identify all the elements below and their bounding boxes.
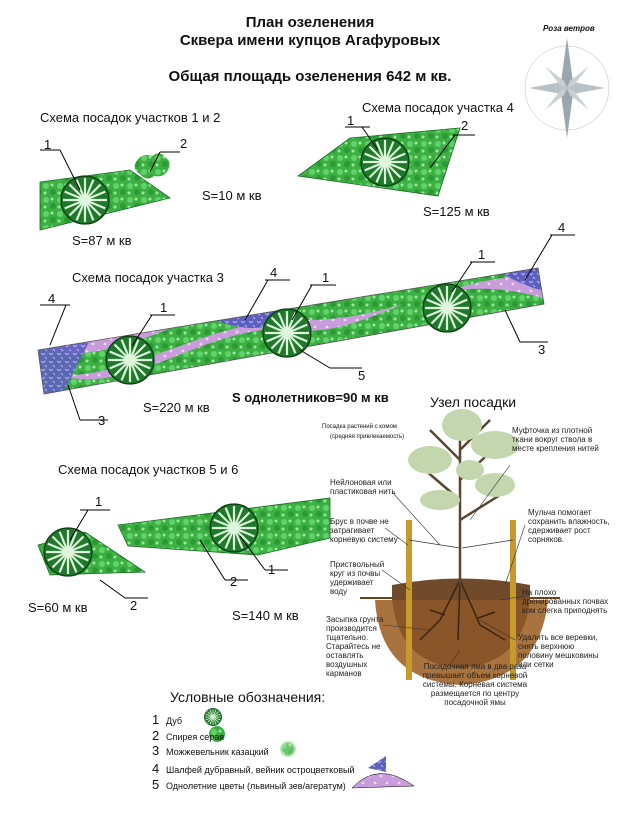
plots-1-2-area-large: S=87 м кв [72, 233, 132, 248]
legend-item-1: 1 Дуб [152, 712, 182, 727]
legend-num: 3 [152, 743, 160, 758]
legend-item-5: 5 Однолетние цветы (львиный зев/агератум) [152, 777, 346, 792]
note-mulch: Мульча помогает сохранить влажность, сде… [528, 508, 610, 544]
callout-4: 4 [558, 220, 566, 235]
legend-num: 2 [152, 728, 160, 743]
plots-1-2-heading: Схема посадок участков 1 и 2 [40, 110, 221, 125]
total-area: Общая площадь озеленения 642 м кв. [168, 68, 452, 85]
note-nylon-string: Нейлоновая или пластиковая нить [330, 478, 396, 496]
note-backfill: Засыпка грунта производится тщательно. С… [326, 615, 384, 678]
callout-1: 1 [478, 247, 486, 262]
callout-3: 3 [98, 413, 106, 428]
callout-2: 2 [130, 598, 138, 613]
callout-1: 1 [347, 113, 355, 128]
plot-4-area: S=125 м кв [423, 204, 490, 219]
note-drainage: На плохо дренированных почвах ком слегка… [522, 588, 609, 615]
callout-1: 1 [322, 270, 330, 285]
callout-3: 3 [538, 342, 546, 357]
plot-5-6-scheme [37, 497, 331, 599]
legend-item-2: 2 Спирея серая [152, 728, 224, 743]
legend-num: 4 [152, 761, 160, 776]
plots-5-6-heading: Схема посадок участков 5 и 6 [58, 462, 239, 477]
plot-3-heading: Схема посадок участка 3 [72, 270, 224, 285]
plot-1-2-scheme [39, 149, 180, 231]
title-line-1: План озеленения [245, 14, 375, 31]
planting-node-illustration [360, 409, 560, 685]
note-stake: Брус в почве не затрагивает корневую сис… [330, 517, 398, 544]
legend-num: 5 [152, 777, 160, 792]
wind-rose-icon [524, 38, 610, 138]
legend-label: Можжевельник казацкий [166, 747, 269, 757]
note-sleeve: Муфточка из плотной ткани вокруг ствола … [512, 426, 599, 453]
legend-num: 1 [152, 712, 160, 727]
planting-node-caption-2: (средняя привлекаемость) [330, 434, 405, 440]
callout-1: 1 [95, 494, 103, 509]
callout-1: 1 [160, 300, 168, 315]
legend-label: Дуб [166, 716, 183, 726]
title-line-2: Сквера имени купцов Агафуровых [179, 32, 441, 49]
planting-node-caption-1: Посадка растений с комом [322, 424, 397, 430]
plot-3-area: S=220 м кв [143, 400, 210, 415]
note-remove-ropes: Удалить все веревки, снять верхнюю полов… [518, 633, 599, 669]
callout-1: 1 [44, 137, 52, 152]
wind-rose-title: Роза ветров [543, 24, 595, 33]
legend-item-3: 3 Можжевельник казацкий [152, 743, 269, 758]
plots-1-2-area-small: S=10 м кв [202, 188, 262, 203]
legend-label: Спирея серая [166, 732, 225, 742]
callout-4: 4 [270, 265, 278, 280]
callout-2: 2 [180, 136, 188, 151]
plots-5-6-area-small: S=60 м кв [28, 600, 88, 615]
callout-2: 2 [230, 574, 238, 589]
callout-4: 4 [48, 291, 56, 306]
note-pit: Посадочная яма в два раза превышает объе… [422, 662, 528, 707]
legend-item-4: 4 Шалфей дубравный, вейник остроцветковый [152, 761, 354, 776]
legend-label: Однолетние цветы (львиный зев/агератум) [166, 781, 346, 791]
planting-node-heading: Узел посадки [430, 394, 517, 410]
plot-3-annuals-area: S однолетников=90 м кв [232, 390, 389, 405]
plots-5-6-area-large: S=140 м кв [232, 608, 299, 623]
legend-heading: Условные обозначения: [170, 689, 326, 705]
plot-4-heading: Схема посадок участка 4 [362, 100, 514, 115]
plot-4-scheme [296, 126, 475, 197]
legend-icons [203, 707, 415, 789]
callout-1: 1 [268, 562, 276, 577]
callout-5: 5 [358, 368, 366, 383]
legend-label: Шалфей дубравный, вейник остроцветковый [166, 765, 355, 775]
note-trunk-circle: Приствольный круг из почвы удерживает во… [330, 560, 385, 596]
callout-2: 2 [461, 118, 469, 133]
